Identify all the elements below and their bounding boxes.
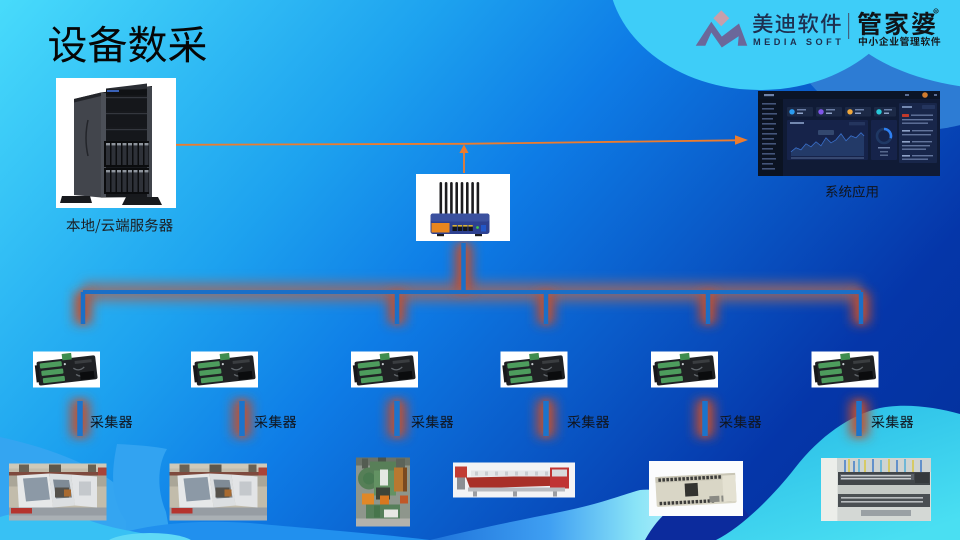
svg-text:MEDIA SOFT: MEDIA SOFT [753, 37, 844, 47]
svg-text:R: R [935, 9, 938, 14]
